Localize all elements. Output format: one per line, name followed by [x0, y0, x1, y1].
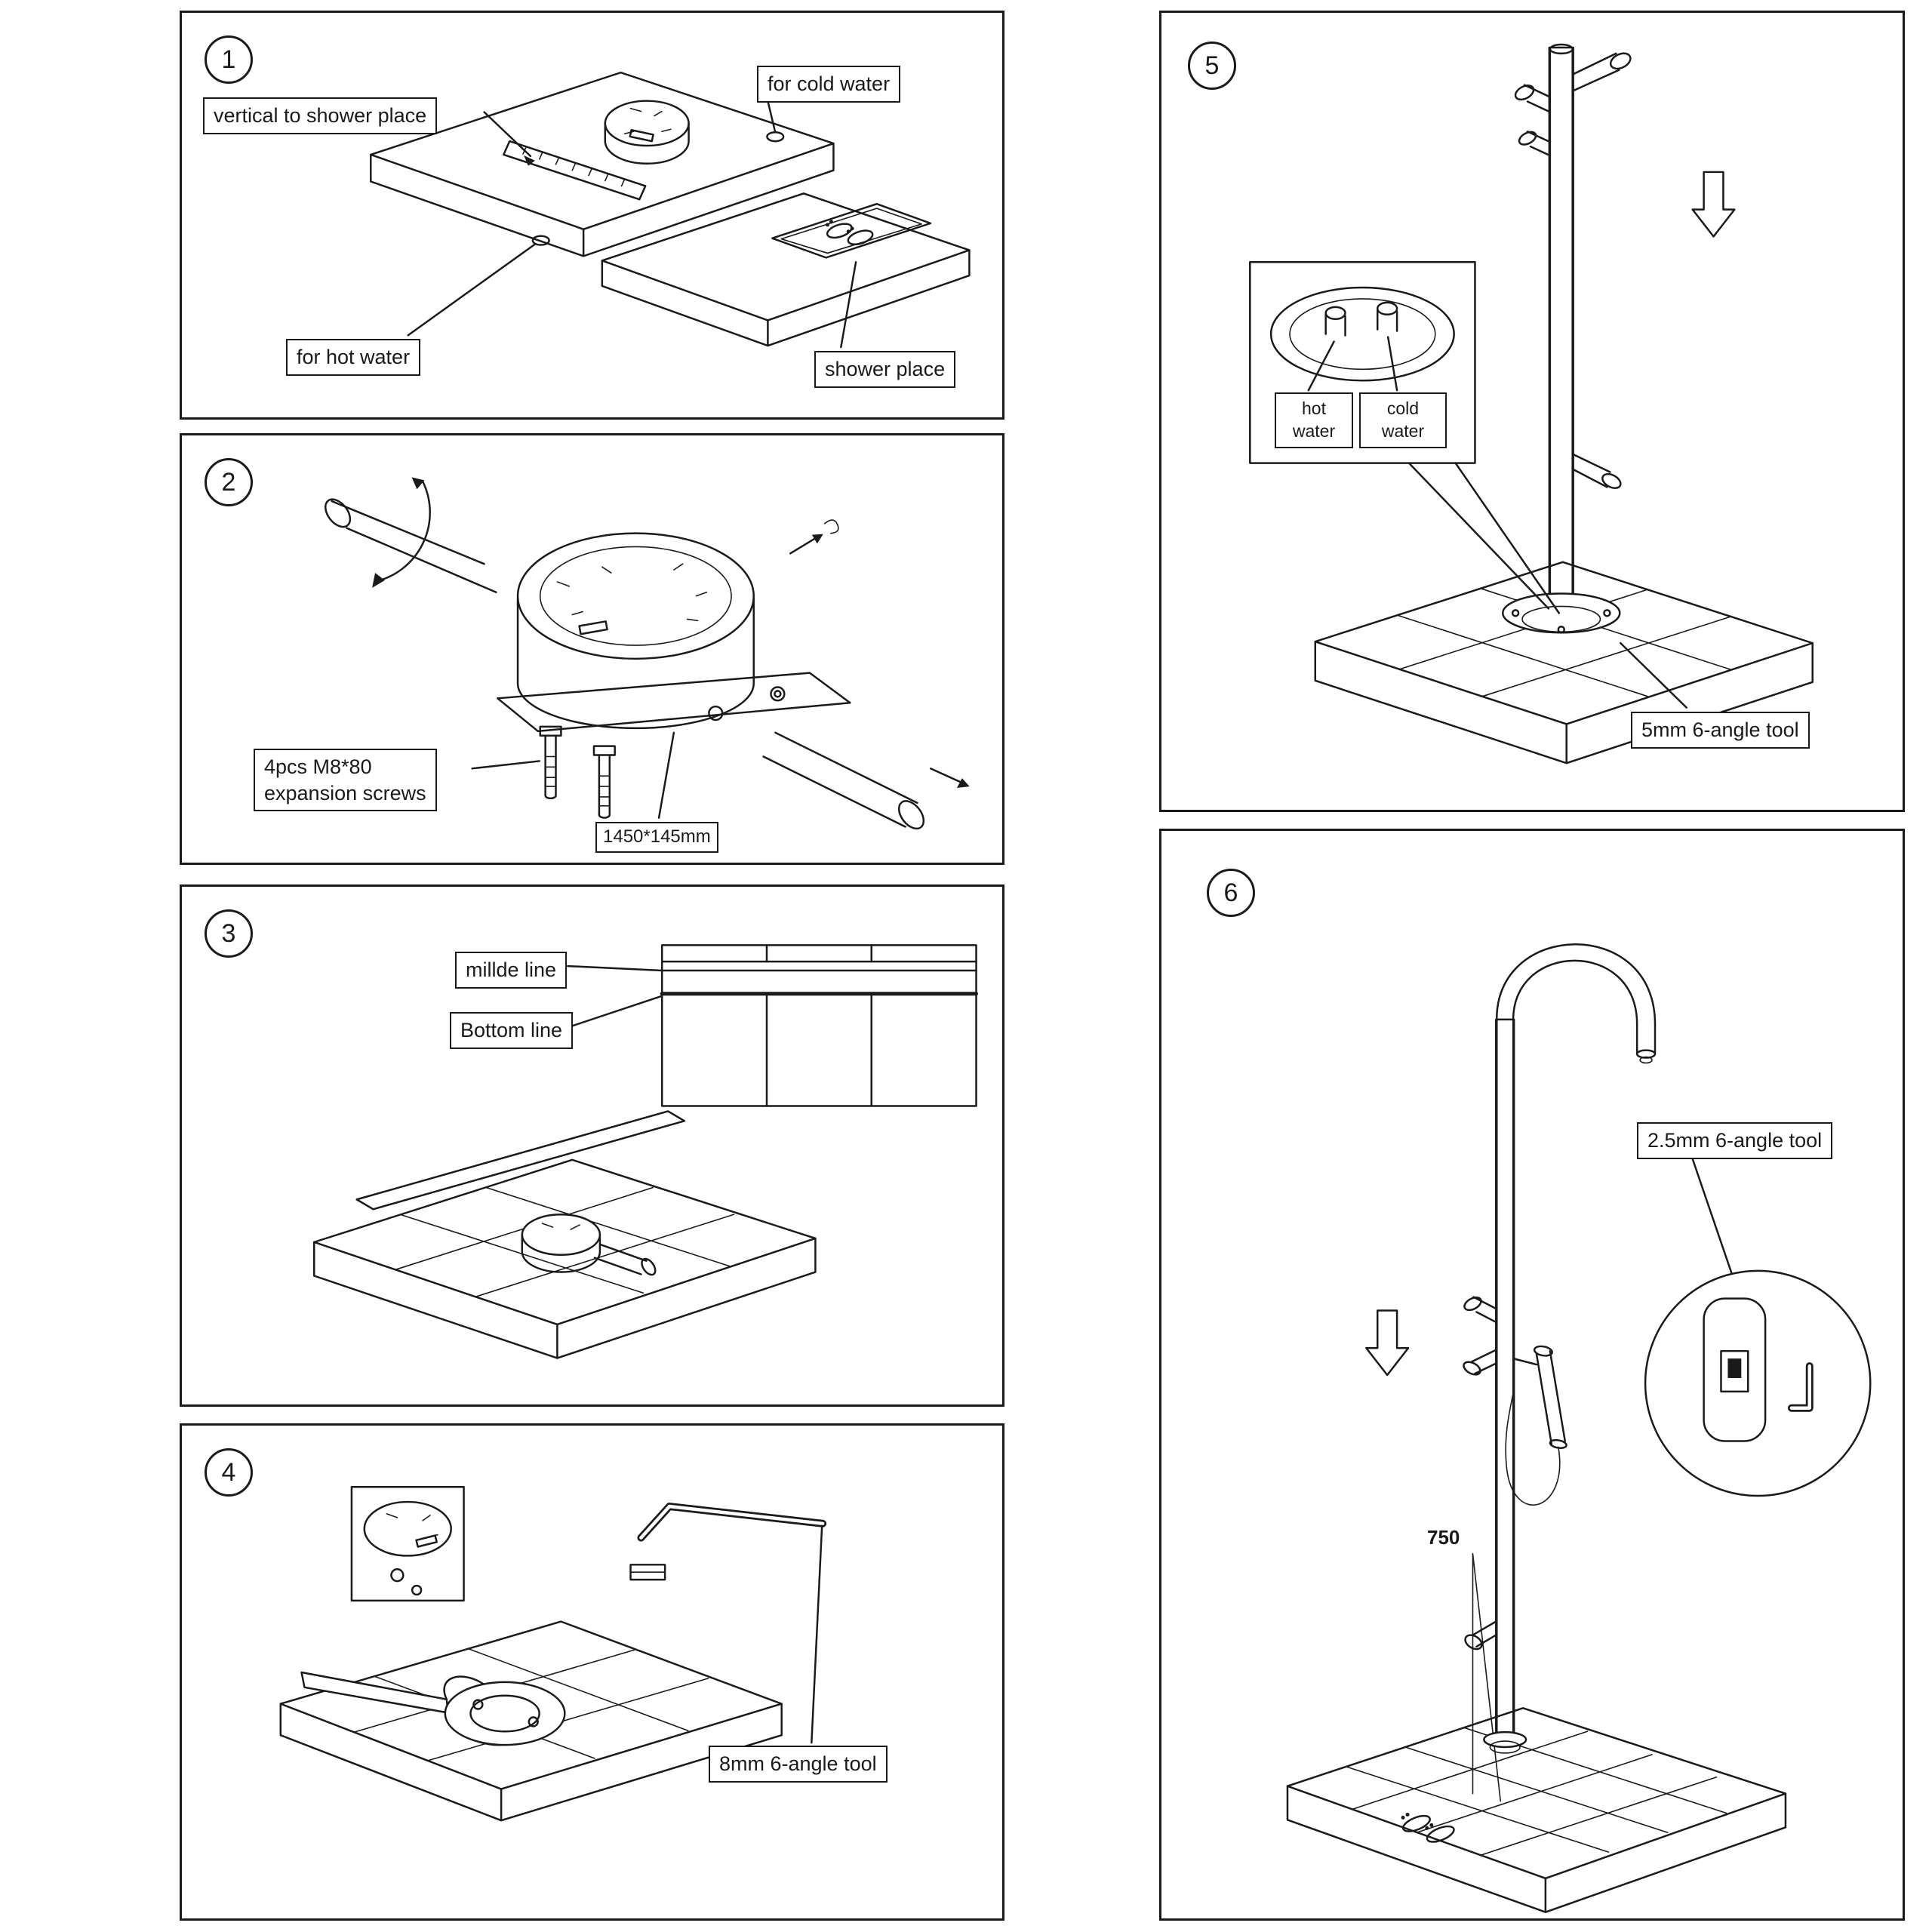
shower-column-drawing [1514, 43, 1632, 607]
dimension-wedge [1472, 1552, 1502, 1802]
step1-drawing-floor-marking [370, 71, 971, 349]
step-number-badge: 3 [205, 909, 253, 958]
step5-drawing-column-install [1249, 43, 1814, 764]
hex-key-drawing [629, 1503, 827, 1581]
valve-top-view-inset [350, 1486, 465, 1602]
panel-step-5: 5 hot water cold water 5mm 6-angle tool [1159, 11, 1905, 812]
flange-plate-drawing [497, 672, 851, 733]
expansion-screws-drawing [539, 725, 616, 819]
step6-drawing-finished-shower [1286, 943, 1872, 1913]
label-for-cold-water: for cold water [757, 66, 901, 103]
panel-step-2: 2 4pcs M8*80 expansion screws 1450*145mm [180, 433, 1004, 865]
step4-drawing-tighten-flange [279, 1486, 827, 1822]
right-pipe-drawing [762, 731, 970, 830]
label-bottom-line: Bottom line [450, 1012, 574, 1049]
step3-drawing-tile-lines [312, 944, 979, 1359]
leader-line [1690, 1153, 1733, 1275]
leader-lines [567, 964, 663, 1027]
left-pipe-drawing [325, 498, 497, 594]
label-dimension: 1450*145mm [595, 822, 718, 853]
tiled-base-drawing [1314, 561, 1814, 764]
tiled-base-drawing [1286, 1707, 1787, 1913]
dimension-arrow [789, 519, 839, 555]
step2-drawing-valve-mounting [325, 477, 970, 830]
panel-step-3: 3 millde line Bottom line [180, 884, 1004, 1407]
rotation-arrow [372, 477, 431, 588]
base-flange-drawing [1501, 592, 1621, 634]
leveling-bar-drawing [355, 1110, 686, 1211]
label-vertical-to-shower-place: vertical to shower place [203, 97, 438, 134]
label-hot-water: hot water [1275, 392, 1353, 448]
label-shower-place: shower place [814, 351, 956, 388]
valve-body-drawing [604, 100, 690, 165]
tool-detail-inset [1644, 1269, 1872, 1497]
shower-column-drawing [1463, 943, 1657, 1754]
label-cold-water: cold water [1359, 392, 1447, 448]
step-number-badge: 1 [205, 35, 253, 84]
cold-water-hole [766, 131, 785, 143]
hot-water-hole [531, 235, 550, 246]
panel-step-1: 1 vertical to shower place for cold wate… [180, 11, 1004, 420]
panel-step-4: 4 8mm 6-angle tool [180, 1423, 1004, 1921]
label-for-hot-water: for hot water [286, 339, 421, 376]
panel-step-6: 6 2.5mm 6-angle tool 750 [1159, 829, 1905, 1921]
leader-lines [407, 94, 857, 349]
floor-slabs-drawing [370, 71, 971, 347]
step-number-badge: 2 [205, 458, 253, 506]
flange-drawing [444, 1681, 566, 1746]
tile-elevation-drawing [660, 944, 979, 1107]
leader-lines [471, 731, 675, 819]
label-middle-line: millde line [455, 952, 568, 989]
valve-body-drawing [516, 532, 755, 730]
label-8mm-tool: 8mm 6-angle tool [709, 1746, 888, 1783]
label-750-dimension: 750 [1427, 1526, 1460, 1549]
shower-place-plate-drawing [771, 202, 932, 259]
step-number-badge: 6 [1207, 869, 1255, 917]
step-number-badge: 4 [205, 1448, 253, 1497]
valve-body-drawing [521, 1213, 657, 1276]
label-2-5mm-tool: 2.5mm 6-angle tool [1637, 1122, 1833, 1159]
label-5mm-tool: 5mm 6-angle tool [1631, 712, 1810, 749]
step-number-badge: 5 [1188, 42, 1236, 90]
leader-lines [1407, 462, 1687, 709]
down-arrow [1691, 171, 1736, 238]
leader-lines [811, 1524, 823, 1744]
label-expansion-screws: 4pcs M8*80 expansion screws [254, 749, 437, 812]
down-arrow [1365, 1309, 1410, 1377]
